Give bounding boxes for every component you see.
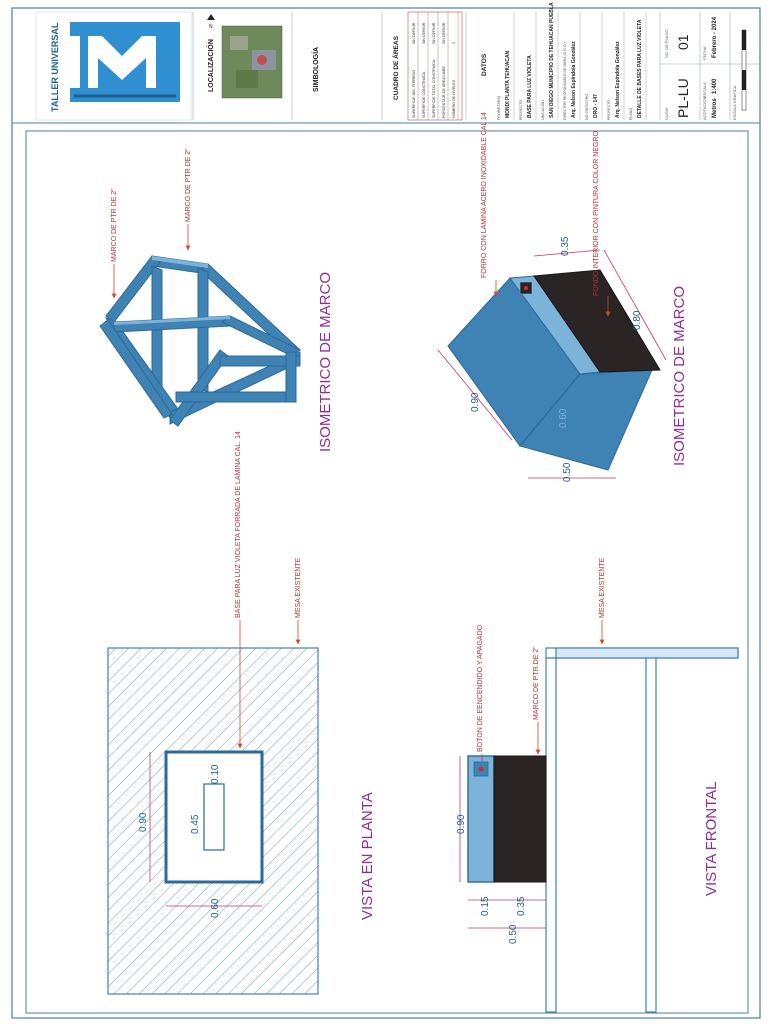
front-note-1: BOTON DE EENCENDIDO Y APAGADO [477,624,484,752]
sheet-border [11,7,761,1019]
iso-box-dim-h: 0.90 [470,392,481,412]
data-field-label: PLANO [629,108,633,120]
area-row-label: PORCENTAJE DE ÁREA LIBRE [442,66,446,118]
num-plano-label: NO. DE PLANO [664,30,669,58]
iso-box-note-1: FORRO CON LAMINA ACERO INOXIDABLE CAL 14 [481,112,488,278]
plan-id-panel: CLAVE PL-LU NO. DE PLANO 01 ACOTACIÓN Me… [659,12,760,120]
area-row-value: SIN DEFINIR [442,22,446,44]
plan-dim-slot-len: 0.45 [190,814,201,834]
area-row-label: SUPERFICIE TOTAL CONSTRUIDA [432,59,436,118]
iso-box-note-2: FONDO INTERIOR CON PINTURA COLOR NEGRO [593,131,600,296]
plan-note-1: BASE PARA LUZ VIOLETA FORRADA DE LAMINA … [235,431,242,618]
acotacion-value: Metros [712,98,718,118]
iso-box-black-interior [533,269,661,373]
data-field-label: UBICACIÓN [540,100,545,120]
front-dim-h: 0.90 [456,814,467,834]
areas-panel: CUADRO DE ÁREAS SUPERFICIE DEL TERRENO SI… [391,11,467,121]
slot-outline [203,783,225,851]
logo-mark [70,22,180,102]
escala-label: ESCALA [702,82,707,98]
iso-box-view [447,269,661,471]
plan-dim-slot-w: 0.10 [210,764,221,784]
location-panel: LOCALIZACIÓN N [192,12,283,120]
front-view [459,647,739,1013]
area-row-label: SUPERFICIE CONSTRUIDA [422,71,426,118]
front-base-black [493,755,547,883]
graphic-scale-bar [741,29,747,111]
area-row-label: SUPERFICIE DEL TERRENO [412,70,416,118]
cuadro-label: CUADRO DE ÁREAS [391,35,400,100]
simbologia-label: SIMBOLOGÍA [311,47,320,92]
front-note-2: MARCO DE PTR DE 2" [533,646,540,720]
iso-frame-title: ISOMETRICO DE MARCO [317,272,334,452]
front-dim-a: 0.15 [480,896,491,916]
num-plano-value: 01 [675,34,691,50]
svg-text:N: N [209,24,213,30]
datos-label: DATOS [481,53,488,76]
title-block: TALLER UNIVERSAL LOCALIZACIÓN N [35,2,760,121]
fecha-value: Febrero - 2024 [712,16,718,58]
plan-note-2: MESA EXISTENTE [295,557,302,618]
area-row-value: 1 [452,42,456,44]
data-field-label: PROPIETARIO [497,96,501,120]
area-row-label: NÚMERO DE NIVELES [451,79,456,118]
front-note-3: MESA EXISTENTE [599,557,606,618]
localizacion-label: LOCALIZACIÓN [206,39,215,92]
logo: TALLER UNIVERSAL [35,11,192,121]
acotacion-label: ACOTACIÓN [702,96,707,120]
front-dim-b: 0.35 [516,896,527,916]
area-row-value: SIN DEFINIR [422,22,426,44]
iso-frame-view [99,255,301,427]
clave-value: PL-LU [675,78,691,118]
iso-box-dim-d: 0.60 [558,408,569,428]
area-row-value: SIN DEFINIR [432,22,436,44]
front-base-steel [467,755,495,883]
iso-box-dim-w: 0.35 [560,236,571,256]
north-arrow-icon: N [207,14,215,30]
plan-view [107,647,319,995]
data-field-value: MONDI PLANTA TEHUACAN [505,50,511,118]
plan-dim-w: 0.60 [210,898,221,918]
symbology-panel: SIMBOLOGÍA [291,12,383,120]
iso-frame-note-1: MARCO DE PTR DE 2" [111,188,118,262]
iso-box-dimensions [437,249,667,479]
front-title: VISTA FRONTAL [703,782,720,896]
escala-value: 1:400 [712,78,718,94]
data-field-value: DETALLE DE BASES PARA LUZ VIOLETA [637,19,643,118]
data-field-value: Arq. Nelson Espíndola González [615,41,621,118]
drawing-frame [25,130,749,1014]
data-field-value: Arq. Nelson Espíndola González [571,41,577,118]
logo-brand: TALLER UNIVERSAL [50,22,60,112]
plan-title: VISTA EN PLANTA [359,792,376,920]
location-map-image [221,25,283,99]
data-field-value: SAN DIEGO MUNICIPIO DE TEHUACAN PUEBLA [549,2,555,118]
data-field-value: BASE PARA LUZ VIOLETA [527,55,533,118]
area-row-value: SIN DEFINIR [412,22,416,44]
fecha-label: FECHA [702,46,707,60]
iso-box-dim-l: 0.80 [632,310,643,330]
data-field-label: DIRECTOR RESPONSABLE DE OBRA (D.R.O.) [563,42,567,120]
escala-grafica-label: ESCALA GRÁFICA [732,85,737,120]
clave-label: CLAVE [664,107,669,120]
iso-box-dim-b: 0.50 [562,462,573,482]
data-field-label: NO. REGISTRO [585,94,589,120]
iso-frame-note-2: MARCO DE PTR DE 2" [185,148,192,222]
iso-box-title: ISOMETRICO DE MARCO [671,286,688,466]
data-field-label: PROYECTÓ [606,100,611,120]
data-panel: DATOS PROPIETARIO MONDI PLANTA TEHUACAN PR… [481,2,647,120]
data-field-value: DRO - 147 [593,94,599,118]
front-dim-c: 0.50 [508,924,519,944]
ptr-frame-bars [99,255,301,427]
data-field-label: PROYECTO [519,100,523,120]
plan-dim-h: 0.90 [138,812,149,832]
